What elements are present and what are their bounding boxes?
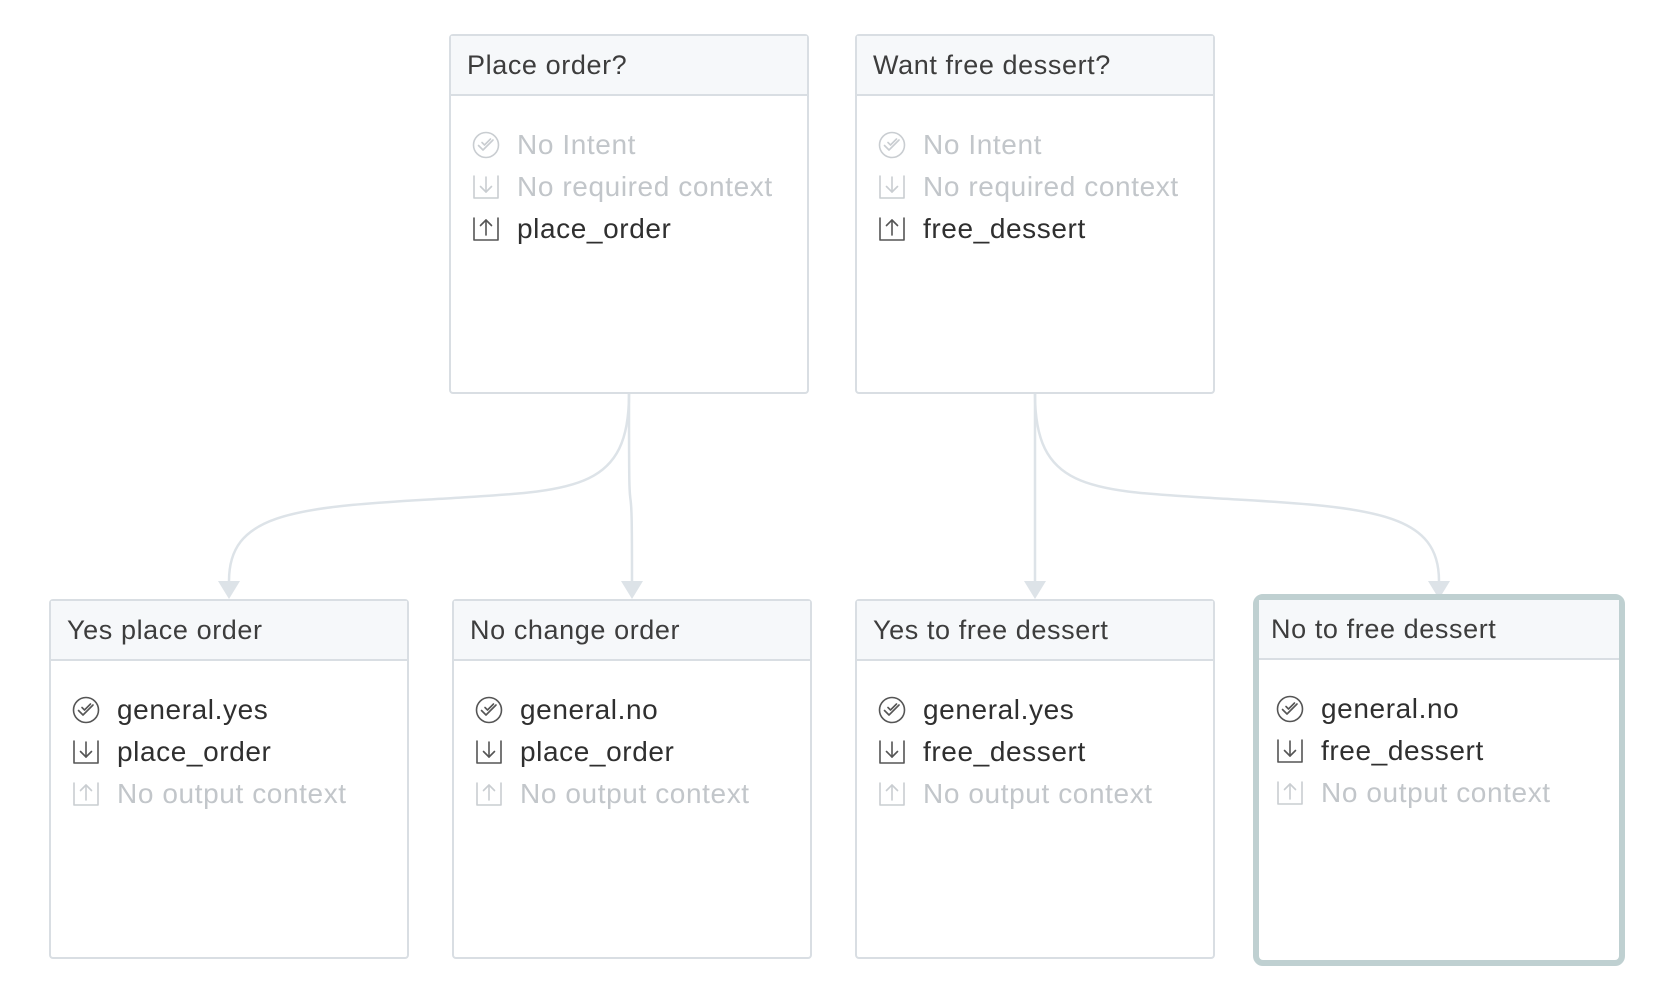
output-context-icon — [471, 214, 501, 244]
edge-line — [227, 393, 631, 582]
node-title: Yes to free dessert — [857, 601, 1213, 661]
edge-arrowhead — [1428, 581, 1450, 599]
node-no-change-order[interactable]: No change order general.no place_order N… — [452, 599, 812, 959]
node-row: No output context — [71, 773, 407, 815]
output-context-icon — [877, 779, 907, 809]
output-context-icon — [71, 779, 101, 809]
edge-line — [1033, 393, 1441, 582]
node-title: No to free dessert — [1259, 600, 1619, 660]
node-row: No required context — [877, 166, 1213, 208]
row-text: No required context — [517, 171, 773, 202]
node-row: general.yes — [71, 689, 407, 731]
row-text: general.no — [1321, 693, 1460, 724]
node-row: general.no — [474, 689, 810, 731]
intent-check-icon — [71, 695, 101, 725]
row-text: free_dessert — [1321, 735, 1484, 766]
row-text: No Intent — [517, 129, 637, 160]
node-want-free-dessert[interactable]: Want free dessert? No Intent No required… — [855, 34, 1215, 394]
node-row: place_order — [71, 731, 407, 773]
input-context-icon — [471, 172, 501, 202]
edge-arrowhead — [218, 581, 240, 599]
input-context-icon — [474, 737, 504, 767]
intent-check-icon — [877, 130, 907, 160]
node-row: free_dessert — [877, 731, 1213, 773]
output-context-icon — [877, 214, 907, 244]
node-yes-place-order[interactable]: Yes place order general.yes place_order … — [49, 599, 409, 959]
row-text: No Intent — [923, 129, 1043, 160]
row-text: general.yes — [923, 694, 1075, 725]
node-row: No output context — [474, 773, 810, 815]
node-title: Yes place order — [51, 601, 407, 661]
row-text: place_order — [517, 213, 672, 244]
input-context-icon — [877, 737, 907, 767]
node-row: free_dessert — [877, 208, 1213, 250]
node-row: free_dessert — [1275, 730, 1619, 772]
node-row: No output context — [877, 773, 1213, 815]
node-yes-to-free-dessert[interactable]: Yes to free dessert general.yes free_des… — [855, 599, 1215, 959]
node-row: place_order — [471, 208, 807, 250]
intent-check-icon — [1275, 694, 1305, 724]
node-row: No required context — [471, 166, 807, 208]
edge-arrowhead — [621, 581, 643, 599]
row-text: place_order — [117, 736, 272, 767]
node-no-to-free-dessert[interactable]: No to free dessert general.no free_desse… — [1253, 594, 1625, 966]
row-text: general.no — [520, 694, 659, 725]
output-context-icon — [1275, 778, 1305, 808]
node-title: Want free dessert? — [857, 36, 1213, 96]
node-title: No change order — [454, 601, 810, 661]
row-text: free_dessert — [923, 736, 1086, 767]
intent-check-icon — [877, 695, 907, 725]
edge-arrowhead — [1024, 581, 1046, 599]
output-context-icon — [474, 779, 504, 809]
node-row: No Intent — [471, 124, 807, 166]
row-text: No output context — [520, 778, 750, 809]
row-text: place_order — [520, 736, 675, 767]
edge-line — [627, 393, 634, 582]
node-row: No output context — [1275, 772, 1619, 814]
node-place-order[interactable]: Place order? No Intent No required conte… — [449, 34, 809, 394]
row-text: free_dessert — [923, 213, 1086, 244]
row-text: No required context — [923, 171, 1179, 202]
input-context-icon — [877, 172, 907, 202]
node-title: Place order? — [451, 36, 807, 96]
node-row: general.yes — [877, 689, 1213, 731]
row-text: general.yes — [117, 694, 269, 725]
row-text: No output context — [1321, 777, 1551, 808]
input-context-icon — [71, 737, 101, 767]
intent-check-icon — [471, 130, 501, 160]
node-row: No Intent — [877, 124, 1213, 166]
input-context-icon — [1275, 736, 1305, 766]
row-text: No output context — [117, 778, 347, 809]
intent-check-icon — [474, 695, 504, 725]
node-row: general.no — [1275, 688, 1619, 730]
row-text: No output context — [923, 778, 1153, 809]
node-row: place_order — [474, 731, 810, 773]
